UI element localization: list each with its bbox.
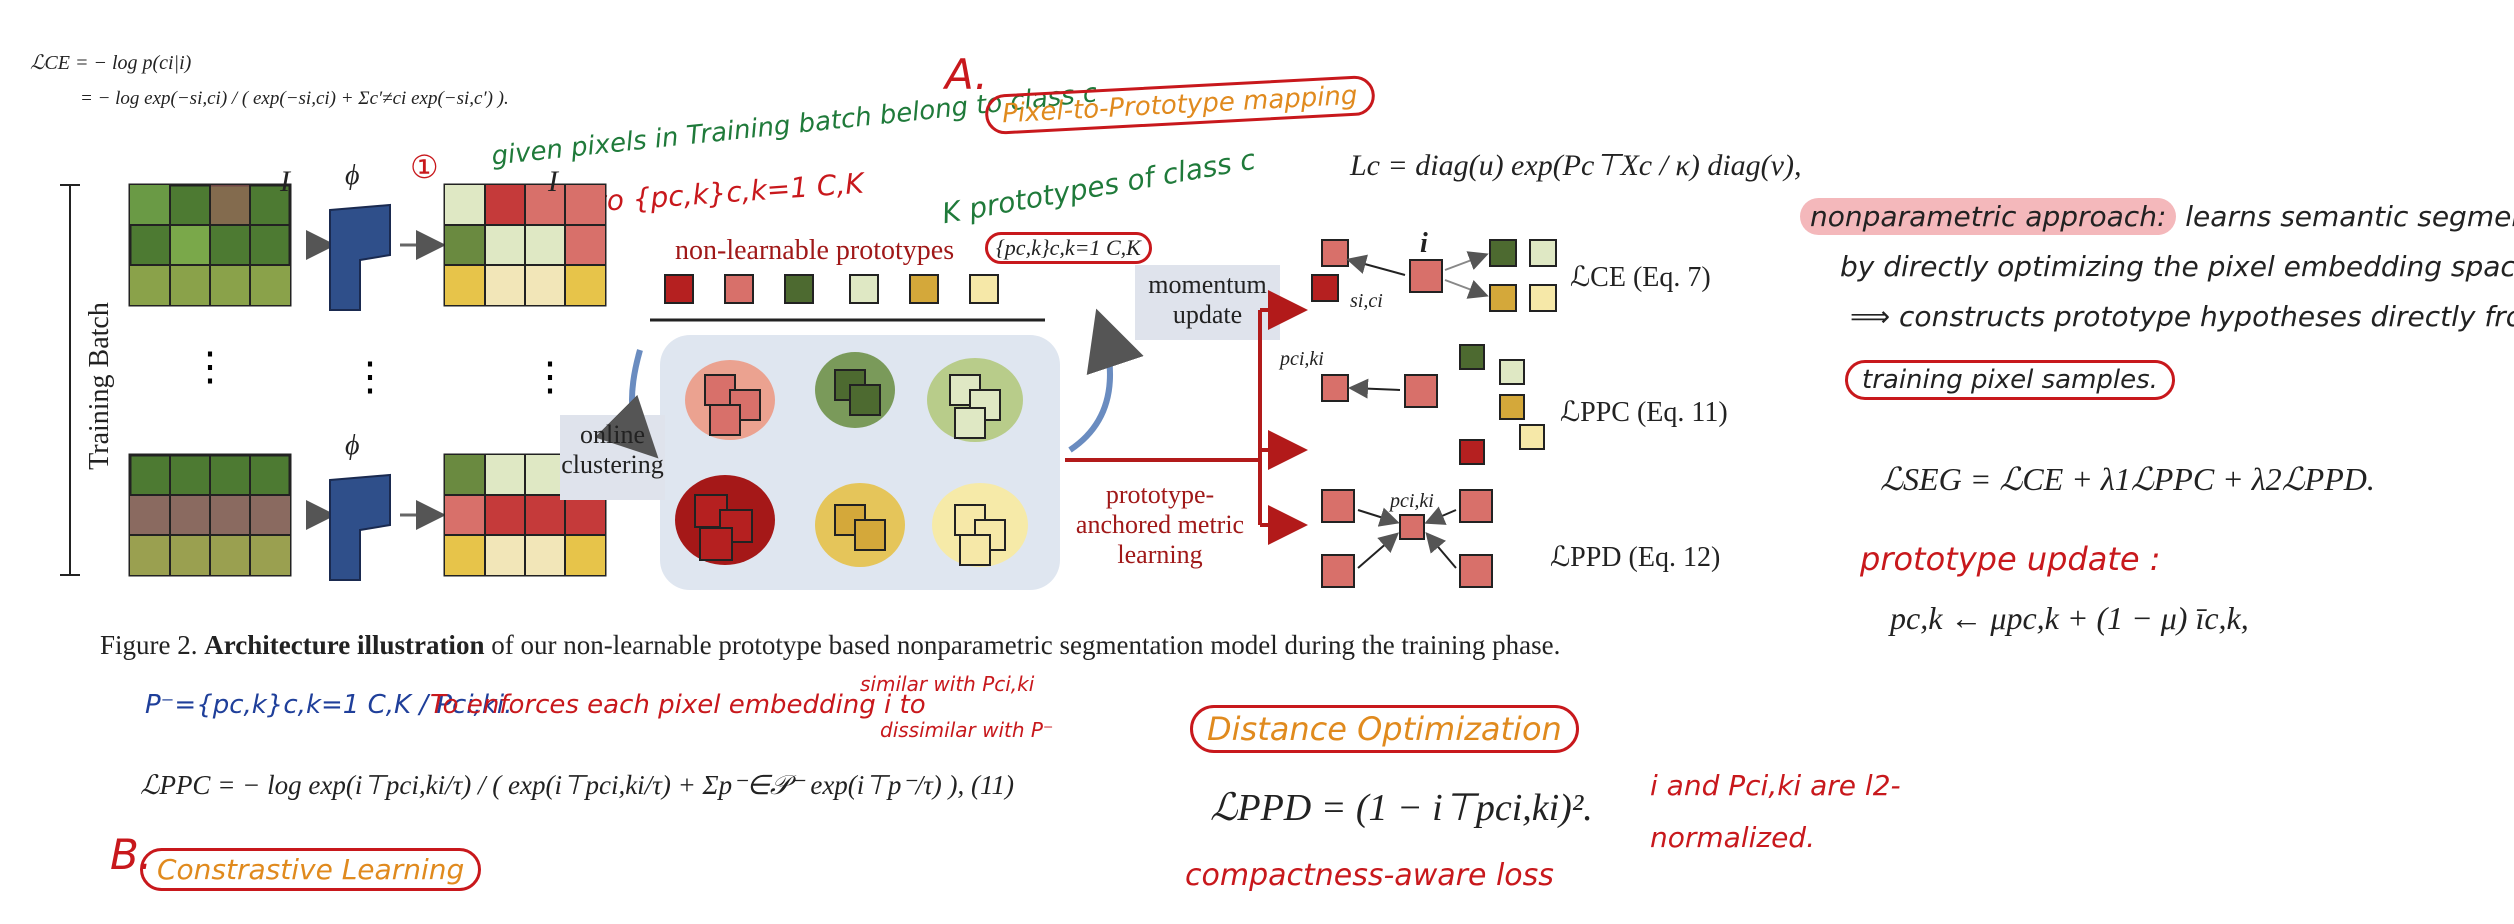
ppc-graph [1321, 344, 1545, 465]
prototype-anchored-label: prototype-anchored metric learning [1075, 480, 1245, 569]
cluster-blobs [675, 352, 1028, 567]
nonparametric-highlight: nonparametric approach: [1800, 198, 2177, 235]
label-phi-bottom: ϕ [345, 430, 360, 461]
momentum-update-label: momentum update [1148, 270, 1267, 329]
training-batch-label: Training Batch [84, 302, 115, 470]
svg-text:⋮: ⋮ [350, 354, 390, 399]
ce-formula-line1: ℒCE = − log p(ci|i) [30, 52, 192, 74]
s-label: si,ci [1350, 290, 1383, 312]
enforce-note: To enforces each pixel embedding i to [430, 690, 926, 720]
ce-graph [1311, 239, 1557, 312]
p-minus-def: P⁻={pc,k}c,k=1 C,K / Pci,ki. [145, 690, 513, 720]
nonparametric-rest: learns semantic segmentation [2185, 200, 2514, 233]
note-line2: by directly optimizing the pixel embeddi… [1840, 250, 2514, 283]
prototype-row [664, 274, 999, 304]
similar-note: similar with Pci,ki [860, 672, 1035, 696]
p-label-ppc: pci,ki [1280, 348, 1324, 370]
svg-text:⋮: ⋮ [530, 354, 570, 399]
note-line4: training pixel samples. [1845, 360, 2175, 400]
lseg-formula: ℒSEG = ℒCE + λ1ℒPPC + λ2ℒPPD. [1880, 461, 2375, 497]
update-formula: pc,k ← μpc,k + (1 − μ) īc,k, [1890, 600, 2249, 636]
label-I-left: I [280, 165, 290, 198]
embedding-grid-top [443, 183, 607, 307]
contrastive-note: Constrastive Learning [140, 848, 482, 891]
caption-rest: of our non-learnable prototype based non… [491, 630, 1561, 660]
online-clustering-label: online clustering [561, 420, 664, 479]
compactness-note: compactness-aware loss [1185, 858, 1554, 893]
lppd-formula: ℒPPD = (1 − i⊤pci,ki)². [1210, 787, 1593, 829]
dissimilar-note: dissimilar with P⁻ [880, 718, 1054, 742]
ce-formula-line2: = − log exp(−si,ci) / ( exp(−si,ci) + Σc… [80, 88, 509, 109]
lce-label: ℒCE (Eq. 7) [1570, 262, 1711, 293]
p-label-ppd: pci,ki [1390, 490, 1434, 512]
prototype-update-note: prototype update : [1860, 540, 2161, 578]
caption-bold: Architecture illustration [204, 630, 485, 660]
lppc-label: ℒPPC (Eq. 11) [1560, 397, 1728, 428]
lppd-label: ℒPPD (Eq. 12) [1550, 542, 1721, 573]
note-line3: ⟹ constructs prototype hypotheses direct… [1850, 300, 2514, 333]
ppd-graph [1321, 489, 1493, 588]
svg-text:⋮: ⋮ [190, 344, 230, 389]
lppc-formula: ℒPPC = − log exp(i⊤pci,ki/τ) / ( exp(i⊤p… [140, 770, 1014, 800]
non-learnable-label: non-learnable prototypes [675, 235, 955, 266]
distance-optimization-note: Distance Optimization [1190, 705, 1579, 753]
normalized-note: i and Pci,ki are l2-normalized. [1650, 769, 1901, 854]
label-I-right: I [548, 165, 558, 198]
lc-formula: Lc = diag(u) exp(Pc⊤Xc / κ) diag(v), [1350, 149, 1802, 182]
A-label: A. [945, 50, 988, 99]
circle-one: ① [410, 148, 439, 186]
label-phi-top: ϕ [345, 160, 360, 191]
architecture-figure: ⋮ ⋮ ⋮ [60, 150, 1760, 620]
figure-svg: ⋮ ⋮ ⋮ [60, 183, 1557, 590]
caption-prefix: Figure 2. [100, 630, 198, 660]
input-image-top [128, 183, 292, 307]
input-image-bottom [128, 453, 292, 577]
prototype-set-label: {pc,k}c,k=1 C,K [985, 232, 1152, 264]
figure-caption: Figure 2. Architecture illustration of o… [100, 630, 1560, 661]
i-label: i [1420, 228, 1428, 259]
